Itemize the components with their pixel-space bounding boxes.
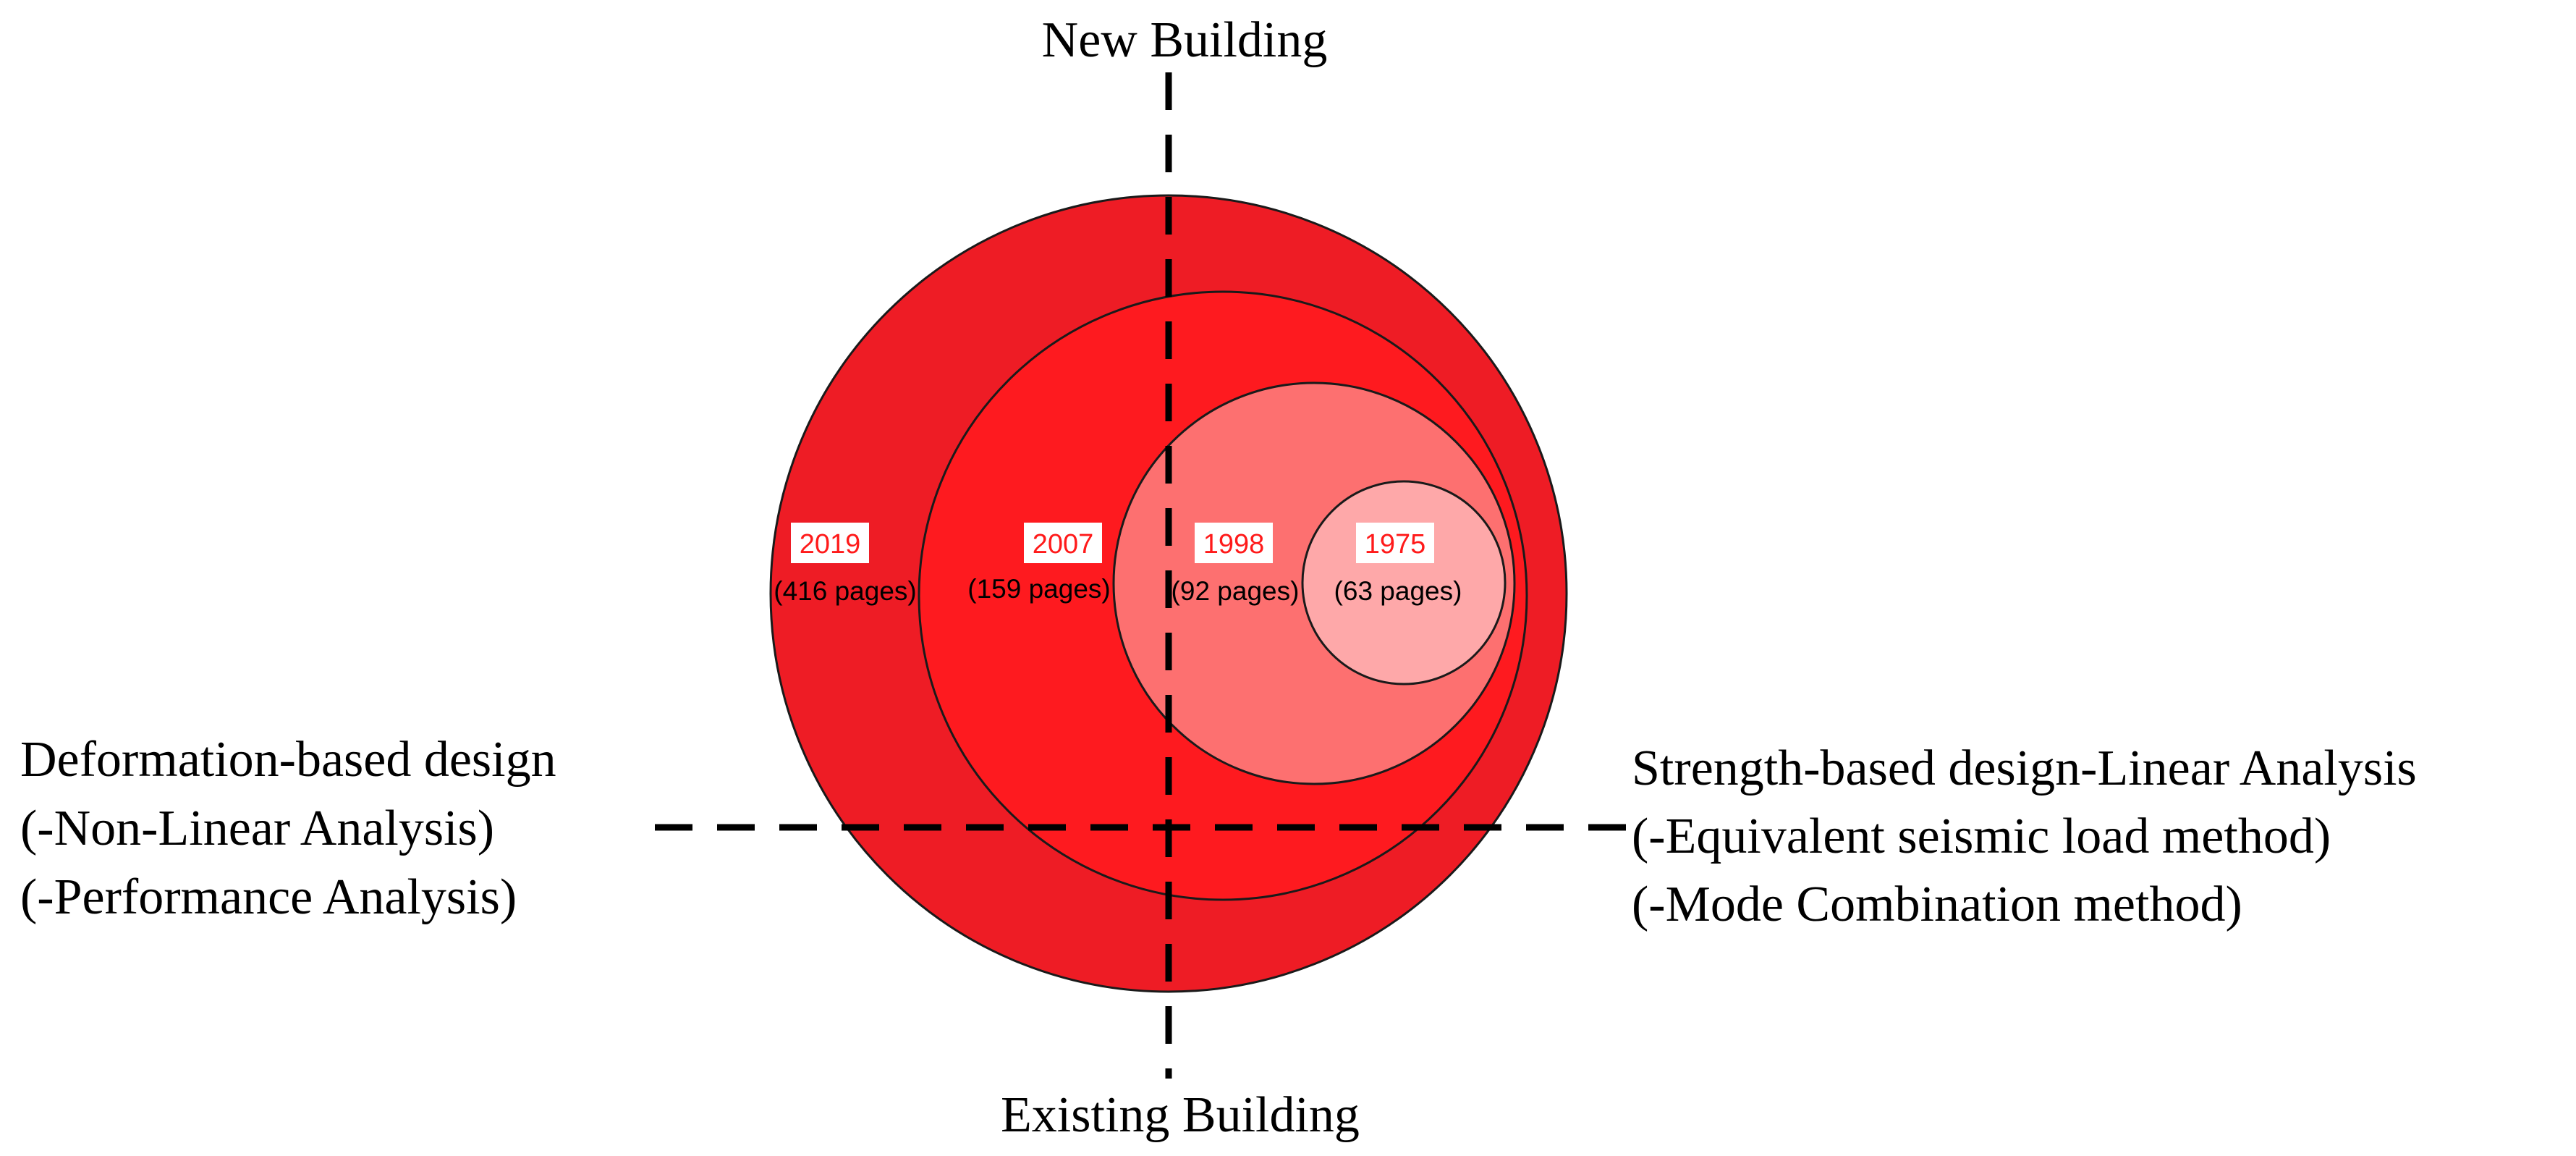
- year-label: 1975: [1365, 529, 1426, 560]
- pages-label: (63 pages): [1334, 576, 1462, 606]
- year-box: [1195, 523, 1273, 563]
- right-label-line-2: (-Equivalent seismic load method): [1632, 809, 2331, 864]
- left-axis-label: Deformation-based design (-Non-Linear An…: [20, 732, 556, 925]
- right-label-line-3: (-Mode Combination method): [1632, 877, 2242, 932]
- right-axis-label: Strength-based design-Linear Analysis (-…: [1632, 741, 2417, 932]
- pages-label: (92 pages): [1172, 576, 1300, 606]
- pages-label: (159 pages): [967, 574, 1110, 604]
- pages-label: (416 pages): [774, 576, 916, 606]
- top-axis-label: New Building: [1042, 12, 1328, 68]
- year-label: 2019: [800, 529, 861, 560]
- bottom-axis-label: Existing Building: [1001, 1087, 1360, 1143]
- right-label-line-1: Strength-based design-Linear Analysis: [1632, 741, 2417, 796]
- edition-label-1998: 1998 (92 pages): [1172, 523, 1300, 606]
- edition-label-1975: 1975 (63 pages): [1334, 523, 1462, 606]
- year-box: [1024, 523, 1102, 563]
- edition-label-2007: 2007 (159 pages): [967, 523, 1111, 604]
- left-label-line-3: (-Performance Analysis): [20, 869, 517, 925]
- circle-1975: [1301, 480, 1507, 685]
- left-label-line-1: Deformation-based design: [20, 732, 556, 788]
- edition-label-2019: 2019 (416 pages): [774, 523, 917, 606]
- year-box: [791, 523, 869, 563]
- year-label: 1998: [1203, 529, 1265, 560]
- left-label-line-2: (-Non-Linear Analysis): [20, 801, 494, 856]
- year-box: [1356, 523, 1434, 563]
- year-label: 2007: [1033, 529, 1094, 560]
